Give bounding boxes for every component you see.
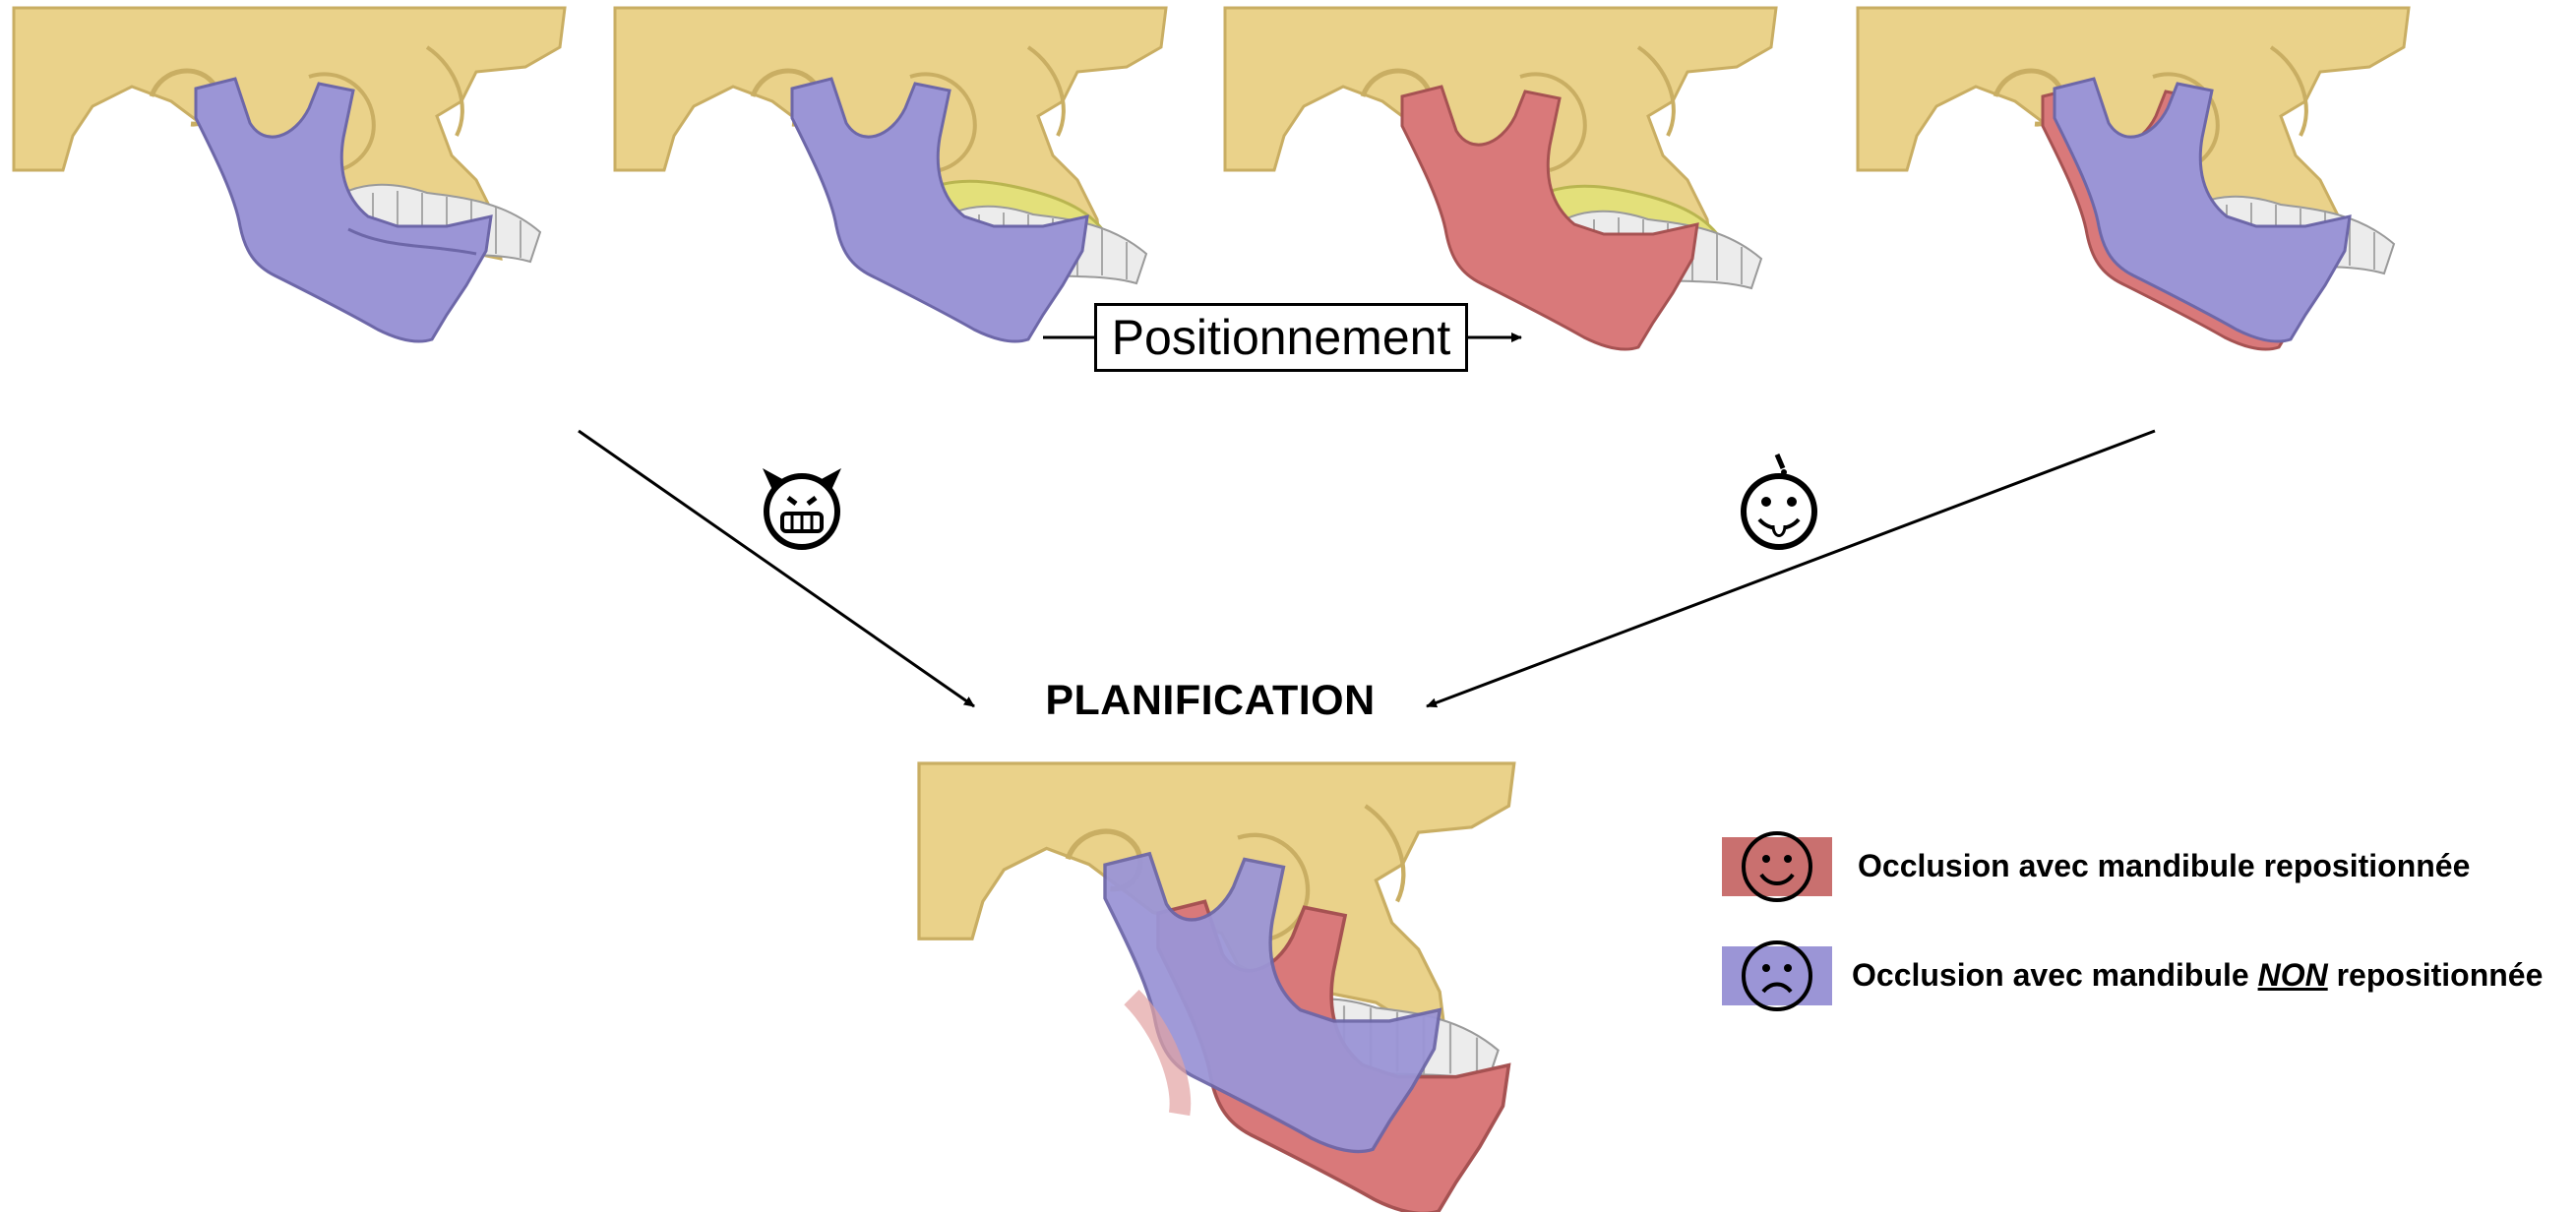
legend-label-non-emphasis: NON bbox=[2257, 957, 2328, 993]
arrow-to-planning-right bbox=[1426, 429, 2156, 708]
legend-label-not-repositioned-end: repositionnée bbox=[2327, 957, 2544, 993]
legend-label-not-repositioned: Occlusion avec mandibule NON repositionn… bbox=[1852, 957, 2543, 994]
legend-swatch-not-repositioned bbox=[1722, 940, 1832, 1011]
mandible-panel-repositioned bbox=[1225, 8, 1776, 351]
mandible-panel-yellow-occlusion bbox=[615, 8, 1166, 343]
devil-face-icon bbox=[763, 468, 841, 550]
positioning-label: Positionnement bbox=[1094, 303, 1468, 372]
mandible-panel-planning bbox=[919, 763, 1514, 1212]
mandible-panel-original bbox=[14, 8, 565, 343]
planning-title: PLANIFICATION bbox=[1045, 677, 1376, 724]
legend-label-repositioned: Occlusion avec mandibule repositionnée bbox=[1858, 848, 2471, 883]
mandible-panel-overlay bbox=[1858, 8, 2409, 351]
smile-face-icon bbox=[1742, 831, 1812, 902]
legend-swatch-repositioned bbox=[1722, 831, 1832, 902]
tongue-face-icon bbox=[1741, 454, 1817, 550]
arrow-to-planning-left bbox=[578, 429, 975, 708]
legend-label-not-repositioned-start: Occlusion avec mandibule bbox=[1852, 957, 2258, 993]
sad-face-icon bbox=[1742, 940, 1812, 1011]
